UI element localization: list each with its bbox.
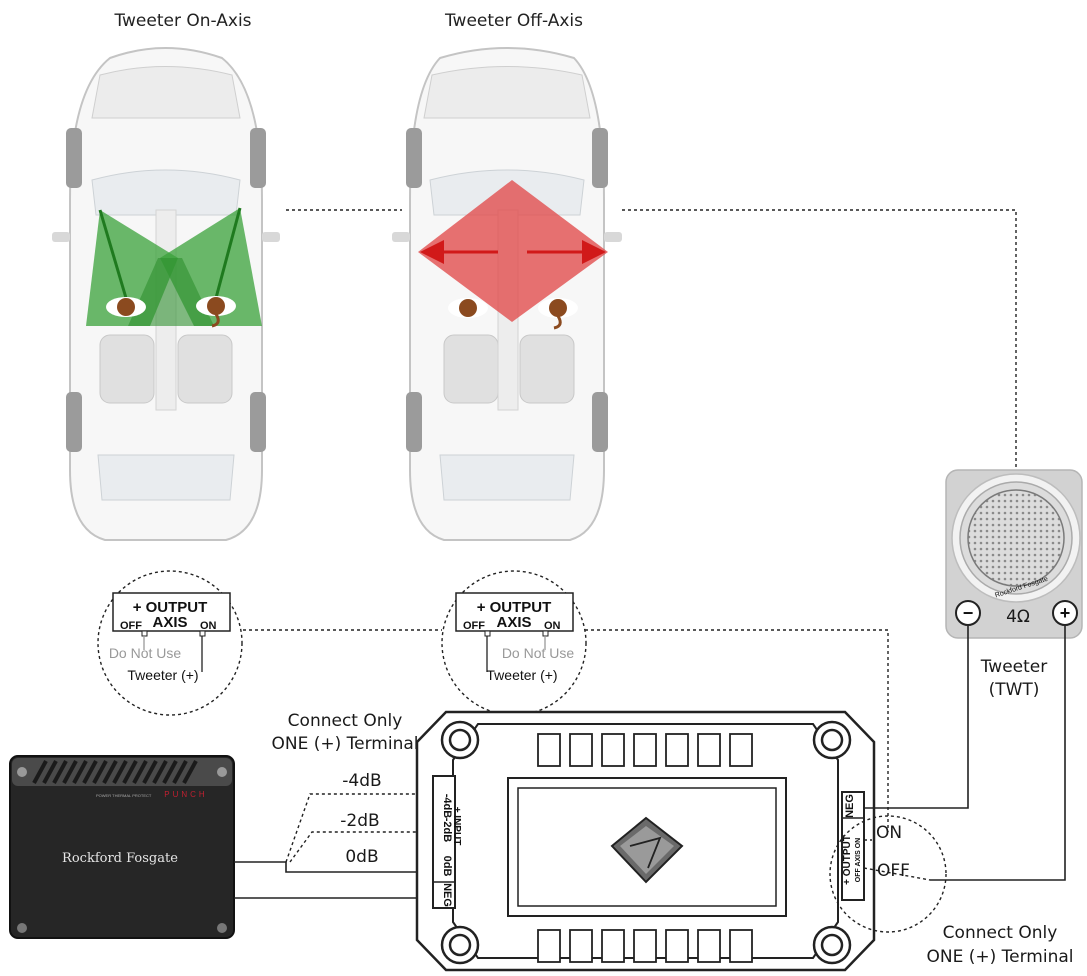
tweeter-plus-sign: + [1060, 603, 1071, 623]
tap-wire-minus2 [289, 831, 433, 863]
callout-left-on: ON [200, 620, 217, 632]
output-connect-only: Connect Only [943, 923, 1058, 943]
xo-tap-minus4: -4dB [441, 794, 453, 819]
on-axis-dispersion [86, 207, 262, 328]
input-one-terminal: ONE (+) Terminal [272, 734, 419, 754]
level-0: 0dB [345, 847, 378, 867]
tweeter-label-line1: Tweeter [980, 657, 1048, 677]
dashed-link-output [585, 629, 889, 832]
dashed-link-tweeter [622, 209, 1017, 468]
amplifier: POWER THERMAL PROTECT PUNCH Rockford Fos… [9, 755, 235, 939]
amp-indicators: POWER THERMAL PROTECT [96, 793, 152, 798]
output-callout-ring [829, 815, 947, 933]
callout-right-on-note: Do Not Use [502, 645, 575, 661]
tweeter-negative-wire [864, 626, 969, 809]
callout-right: + OUTPUT AXIS OFF ON Do Not Use Tweeter … [441, 570, 587, 716]
off-axis-title: Tweeter Off-Axis [444, 11, 583, 31]
xo-input-label: + INPUT [451, 807, 462, 846]
callout-left: + OUTPUT AXIS OFF ON Do Not Use Tweeter … [97, 570, 243, 716]
amp-brand: Rockford Fosgate [62, 851, 178, 866]
output-one-terminal: ONE (+) Terminal [927, 947, 1074, 967]
off-axis-dispersion [418, 180, 608, 330]
tweeter-impedance: 4Ω [1006, 607, 1030, 627]
xo-output-axis: OFF AXIS ON [855, 838, 862, 882]
input-connect-only: Connect Only [288, 711, 403, 731]
output-off-lead [863, 867, 931, 881]
on-axis-title: Tweeter On-Axis [113, 11, 251, 31]
tweeter-minus-terminal [955, 600, 981, 626]
xo-output-neg: NEG [844, 794, 856, 818]
tweeter-minus-sign: − [963, 603, 974, 623]
callout-right-axis: AXIS [496, 614, 531, 631]
xo-tap-minus2: -2dB [441, 818, 453, 843]
callout-left-axis: AXIS [152, 614, 187, 631]
callout-right-off: OFF [463, 620, 485, 632]
tweeter-positive-wire [930, 626, 1066, 881]
callout-left-on-note: Tweeter (+) [127, 667, 198, 683]
output-on-label: ON [876, 823, 902, 843]
callout-right-on: ON [544, 620, 561, 632]
tap-wire-minus4 [285, 793, 433, 863]
callout-right-output: + OUTPUT [477, 599, 552, 616]
level-minus2: -2dB [340, 811, 379, 831]
xo-tap-0: 0dB [441, 856, 453, 877]
xo-input-neg: NEG [441, 883, 453, 907]
amp-series: PUNCH [164, 790, 207, 799]
callout-left-off: OFF [120, 620, 142, 632]
tweeter-label-line2: (TWT) [989, 680, 1040, 700]
xo-output-label: + OUTPUT [842, 835, 853, 885]
output-off-label: OFF [877, 861, 910, 881]
callout-right-off-note: Tweeter (+) [486, 667, 557, 683]
callout-left-output: + OUTPUT [133, 599, 208, 616]
tweeter: Rockford Fosgate − 4Ω + [945, 469, 1083, 639]
level-minus4: -4dB [342, 771, 381, 791]
crossover: -4dB -2dB 0dB + INPUT NEG NEG + OUTPUT O… [415, 710, 876, 972]
amp-positive-wire [234, 861, 433, 873]
tweeter-plus-terminal [1052, 600, 1078, 626]
callout-left-off-note: Do Not Use [109, 645, 182, 661]
